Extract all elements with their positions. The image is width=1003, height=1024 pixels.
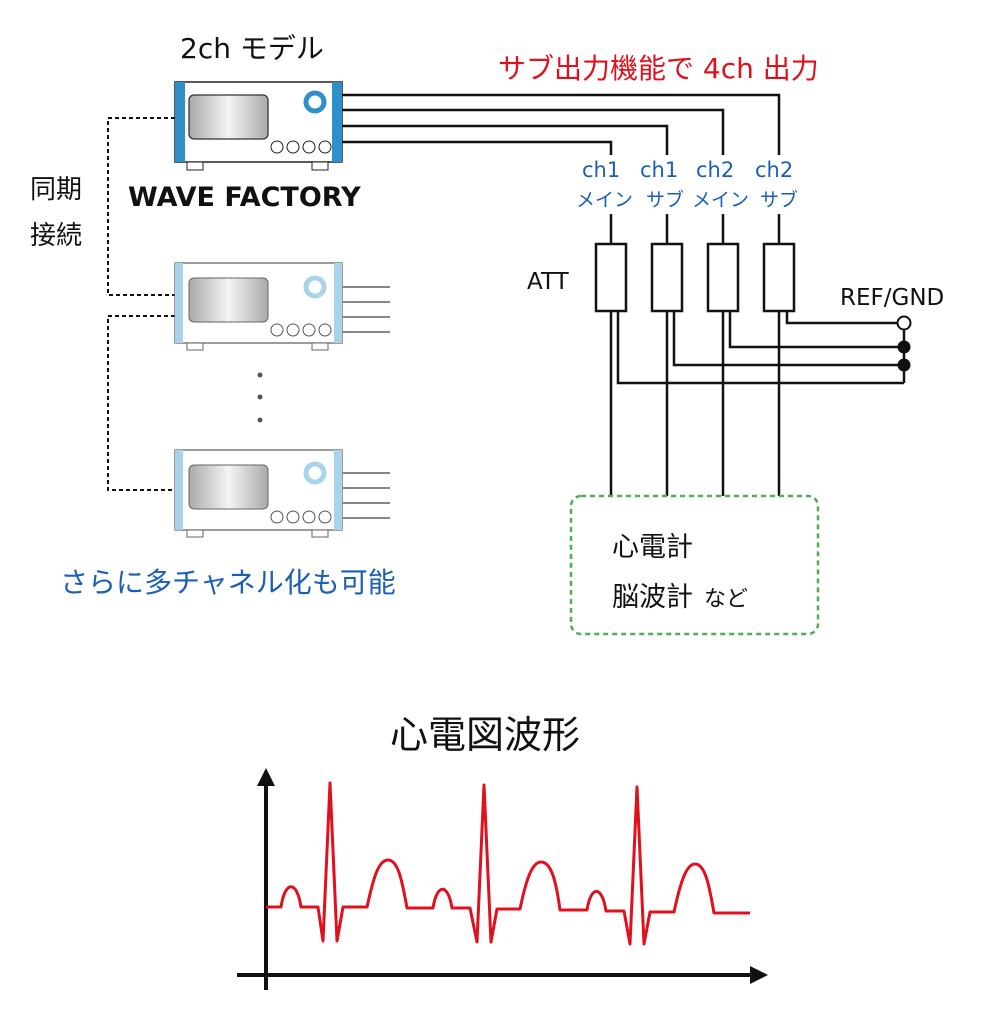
attenuator-resistor: [594, 242, 628, 313]
ellipsis-dots: [257, 372, 263, 423]
channel-type: サブ: [646, 188, 684, 211]
brand-label: WAVE FACTORY: [128, 182, 361, 213]
output-wires: [342, 93, 781, 155]
sync-label-1: 同期: [30, 175, 82, 205]
channel-type: サブ: [760, 188, 798, 211]
instrument-eeg: 脳波計: [612, 582, 693, 613]
channel-type: メイン: [576, 189, 633, 211]
ref-gnd-terminal: [896, 315, 912, 331]
headline: サブ出力機能で 4ch 出力: [498, 52, 819, 85]
sync-label-2: 接続: [30, 221, 82, 251]
ecg-axes: [237, 768, 768, 990]
attenuator-resistor: [706, 242, 740, 313]
instruments-box: [569, 494, 820, 636]
attenuator-resistor: [650, 242, 684, 313]
wave-factory-device-main: [174, 81, 343, 171]
ecg-waveform: [266, 781, 750, 946]
channel-labels: ch1 ch1 ch2 ch2 メイン サブ メイン サブ: [576, 158, 798, 211]
channel-label: ch1: [582, 158, 620, 182]
att-label: ATT: [527, 269, 570, 295]
junction-dot: [897, 340, 911, 354]
wave-factory-device-extra: [174, 262, 390, 351]
wave-factory-device-extra: [174, 449, 390, 538]
junction-dot: [897, 358, 911, 372]
sync-cables: [107, 117, 175, 491]
attenuator-network: [594, 214, 906, 496]
ecg-title: 心電図波形: [390, 713, 580, 757]
instrument-ecg: 心電計: [612, 532, 693, 563]
instrument-etc: など: [704, 587, 748, 612]
channel-label: ch2: [755, 158, 793, 182]
channel-type: メイン: [692, 189, 749, 211]
device-model-label: 2ch モデル: [180, 32, 324, 65]
x-axis-arrow-icon: [750, 966, 768, 984]
multi-channel-note: さらに多チャネル化も可能: [60, 566, 396, 599]
channel-label: ch2: [696, 158, 734, 182]
channel-label: ch1: [640, 158, 678, 182]
attenuator-resistor: [762, 242, 796, 313]
ref-gnd-label: REF/GND: [840, 285, 944, 311]
y-axis-arrow-icon: [257, 768, 275, 786]
